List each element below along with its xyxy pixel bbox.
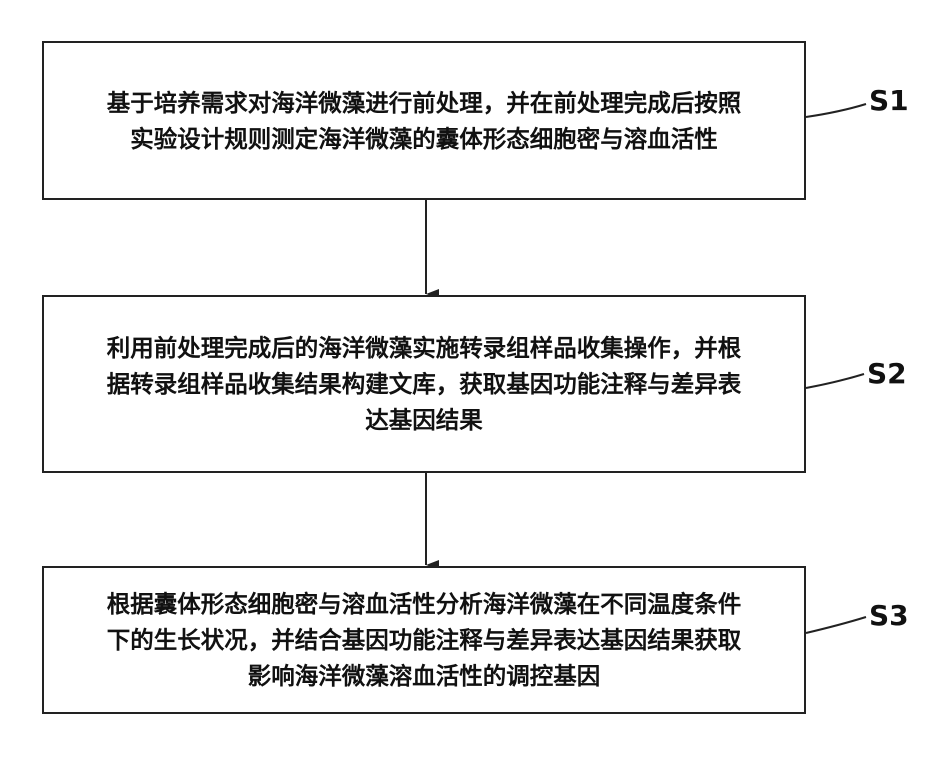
step-text-s2: 利用前处理完成后的海洋微藻实施转录组样品收集操作，并根 据转录组样品收集结果构建…	[107, 330, 742, 438]
step-s2-line-2: 据转录组样品收集结果构建文库，获取基因功能注释与差异表	[107, 366, 742, 402]
step-box-s3: 根据囊体形态细胞密与溶血活性分析海洋微藻在不同温度条件 下的生长状况，并结合基因…	[42, 566, 806, 714]
step-s2-line-3: 达基因结果	[107, 402, 742, 438]
step-s3-line-3: 影响海洋微藻溶血活性的调控基因	[107, 658, 742, 694]
step-s3-line-2: 下的生长状况，并结合基因功能注释与差异表达基因结果获取	[107, 622, 742, 658]
step-box-s2: 利用前处理完成后的海洋微藻实施转录组样品收集操作，并根 据转录组样品收集结果构建…	[42, 295, 806, 473]
step-s2-line-1: 利用前处理完成后的海洋微藻实施转录组样品收集操作，并根	[107, 330, 742, 366]
leader-line-s3	[806, 617, 866, 633]
leader-line-s2	[806, 374, 864, 388]
step-s1-line-1: 基于培养需求对海洋微藻进行前处理，并在前处理完成后按照	[107, 85, 742, 121]
step-text-s1: 基于培养需求对海洋微藻进行前处理，并在前处理完成后按照 实验设计规则测定海洋微藻…	[107, 85, 742, 157]
step-label-s1: S1	[869, 84, 909, 117]
step-s3-line-1: 根据囊体形态细胞密与溶血活性分析海洋微藻在不同温度条件	[107, 586, 742, 622]
step-label-s2: S2	[867, 357, 907, 390]
step-text-s3: 根据囊体形态细胞密与溶血活性分析海洋微藻在不同温度条件 下的生长状况，并结合基因…	[107, 586, 742, 694]
step-s1-line-2: 实验设计规则测定海洋微藻的囊体形态细胞密与溶血活性	[107, 121, 742, 157]
leader-line-s1	[806, 104, 866, 117]
step-label-s3: S3	[869, 599, 909, 632]
step-box-s1: 基于培养需求对海洋微藻进行前处理，并在前处理完成后按照 实验设计规则测定海洋微藻…	[42, 41, 806, 200]
